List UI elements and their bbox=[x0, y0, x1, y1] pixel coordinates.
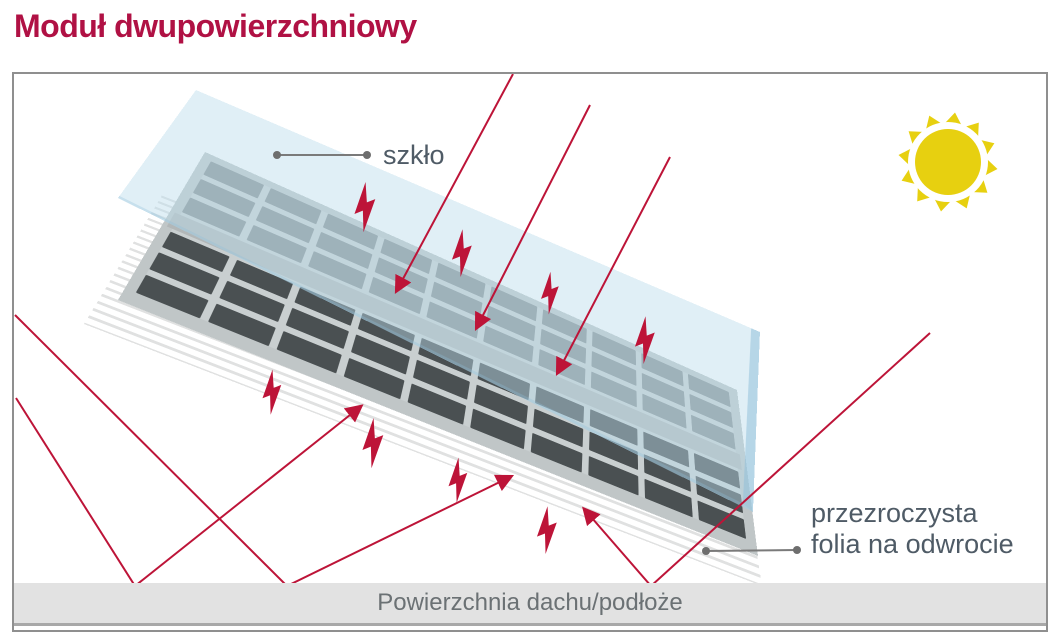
ground-label: Powierzchnia dachu/podłoże bbox=[377, 589, 683, 616]
incoming-ray-right bbox=[650, 332, 931, 587]
lightning-bolt-icon bbox=[355, 416, 391, 470]
glass-label: szkło bbox=[383, 140, 445, 170]
backsheet-label-line1: przezroczysta bbox=[811, 498, 978, 528]
reflected-ray-arrow-2 bbox=[286, 474, 515, 587]
page-title: Moduł dwupowierzchniowy bbox=[14, 8, 417, 44]
bifacial-module-diagram: szkło przezroczysta folia na odwrocie Po… bbox=[12, 72, 1048, 632]
diagram-overlay bbox=[14, 74, 998, 587]
backsheet-label: przezroczysta folia na odwrocie bbox=[811, 498, 1014, 560]
backsheet-label-line2: folia na odwrocie bbox=[811, 529, 1014, 559]
reflected-ray-arrow-1 bbox=[134, 404, 364, 587]
lightning-bolt-icon bbox=[255, 368, 289, 416]
lightning-bolt-icon bbox=[445, 228, 479, 278]
sun-ray-arrow-2 bbox=[474, 104, 591, 332]
backsheet-leader-line bbox=[702, 546, 801, 555]
lightning-bolt-icon bbox=[628, 315, 662, 365]
sun-ray-arrow-1 bbox=[394, 74, 514, 294]
lightning-bolt-icon bbox=[530, 505, 564, 555]
lightning-bolt-icon bbox=[347, 180, 383, 234]
incoming-ray-left-1 bbox=[14, 314, 288, 587]
incoming-ray-left-2 bbox=[15, 397, 136, 587]
lightning-bolt-icon bbox=[534, 270, 566, 316]
sun-icon bbox=[898, 112, 998, 212]
reflected-ray-arrow-3 bbox=[582, 506, 652, 587]
sun-ray-arrow-3 bbox=[555, 156, 671, 376]
glass-leader-line bbox=[273, 151, 371, 159]
ground-bar: Powierzchnia dachu/podłoże bbox=[14, 583, 1046, 626]
